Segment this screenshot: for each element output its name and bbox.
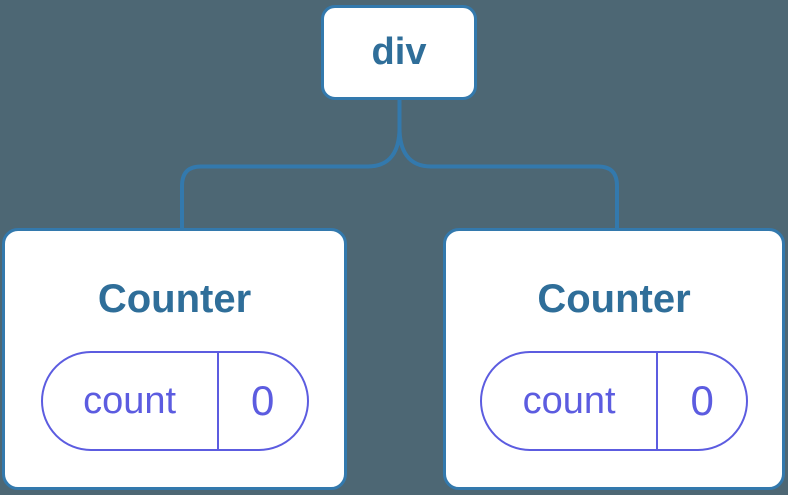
counter-title: Counter [537,277,691,321]
state-value: 0 [250,377,275,424]
state-key: count [482,353,659,449]
counter-title: Counter [97,277,252,321]
state-key: count [43,353,219,449]
root-node-label: div [371,31,427,73]
counter-node-right: Counter count 0 [443,228,785,490]
counter-node-left: Counter count 0 [2,228,347,490]
state-value: 0 [690,377,714,424]
state-pill: count 0 [40,351,309,451]
root-node: div [321,5,477,100]
connector-right-branch [397,99,619,229]
state-pill: count 0 [480,351,748,451]
connector-left-branch [180,99,402,229]
